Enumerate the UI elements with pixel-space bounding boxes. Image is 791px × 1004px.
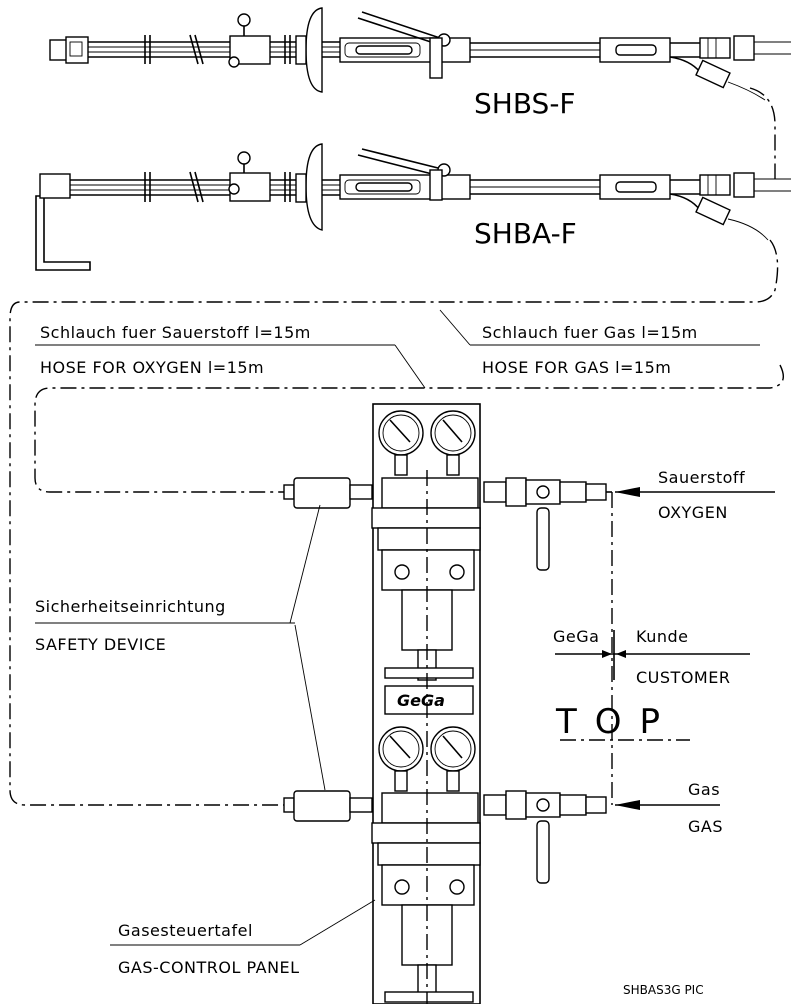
oxygen-supply-arrow bbox=[615, 487, 775, 497]
safety-leader-1 bbox=[289, 504, 321, 624]
supply-oxygen-de: Sauerstoff bbox=[658, 468, 745, 487]
interface-right-de: Kunde bbox=[636, 627, 688, 646]
interface-divider bbox=[555, 630, 750, 680]
oxygen-hose-label-en: HOSE FOR OXYGEN l=15m bbox=[40, 358, 264, 377]
gas-supply-arrow bbox=[615, 800, 720, 810]
model-label-lower: SHBA-F bbox=[474, 217, 577, 250]
burner-shba-f bbox=[35, 143, 791, 271]
panel-logo: GeGa bbox=[397, 691, 445, 710]
hose-lines bbox=[9, 239, 784, 806]
gas-line-fittings bbox=[283, 790, 607, 884]
model-label-upper: SHBS-F bbox=[474, 87, 576, 120]
gas-hose-label-en: HOSE FOR GAS l=15m bbox=[482, 358, 671, 377]
gas-control-panel: GeGa bbox=[371, 403, 481, 1004]
burner-shbs-f bbox=[49, 7, 791, 101]
oxygen-hose-label-de: Schlauch fuer Sauerstoff l=15m bbox=[40, 323, 311, 342]
top-label: TOP bbox=[555, 702, 678, 742]
interface-left: GeGa bbox=[553, 627, 599, 646]
panel-label-de: Gasesteuertafel bbox=[118, 921, 253, 940]
supply-gas-en: GAS bbox=[688, 817, 723, 836]
hose-line-upper bbox=[749, 87, 776, 180]
panel-label-en: GAS-CONTROL PANEL bbox=[118, 958, 300, 977]
supply-gas-de: Gas bbox=[688, 780, 720, 799]
oxygen-line-fittings bbox=[283, 477, 612, 571]
safety-device-en: SAFETY DEVICE bbox=[35, 635, 166, 654]
gas-hose-label-de: Schlauch fuer Gas l=15m bbox=[482, 323, 698, 342]
drawing-id: SHBAS3G PIC bbox=[623, 983, 704, 997]
supply-oxygen-en: OXYGEN bbox=[658, 503, 728, 522]
interface-right-en: CUSTOMER bbox=[636, 668, 730, 687]
safety-leader-2 bbox=[294, 624, 326, 791]
safety-device-de: Sicherheitseinrichtung bbox=[35, 597, 226, 616]
